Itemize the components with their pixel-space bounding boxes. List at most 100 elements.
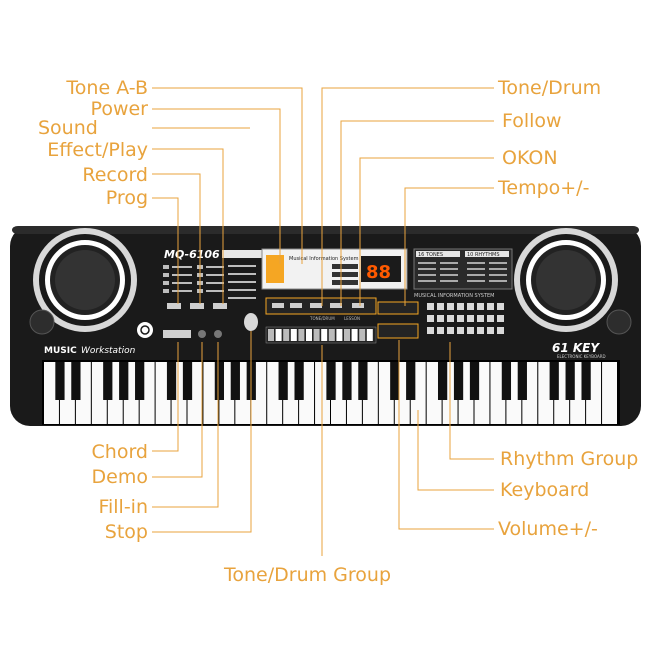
white-key xyxy=(315,362,330,424)
callout-prog: Prog xyxy=(105,187,148,209)
left-panel-legend xyxy=(163,265,256,299)
info-text: Musical Information System xyxy=(289,256,359,262)
callout-tone-a-b: Tone A-B xyxy=(66,77,148,99)
key-badge-sub: ELECTRONIC KEYBOARD xyxy=(557,354,606,359)
lcd-screen xyxy=(361,256,401,282)
tone-drum-group-keys xyxy=(265,326,377,344)
black-key xyxy=(358,362,368,400)
power-icon xyxy=(137,322,153,338)
lesson-label: LESSON xyxy=(344,316,360,321)
black-key xyxy=(135,362,145,400)
callout-chord: Chord xyxy=(91,441,148,463)
black-key xyxy=(581,362,591,400)
rhythm-group-grid xyxy=(427,303,504,334)
callout-tone-drum: Tone/Drum xyxy=(498,77,602,99)
right-small-grille xyxy=(606,309,632,335)
rhythm-button xyxy=(467,327,474,334)
rhythm-button xyxy=(487,327,494,334)
black-key xyxy=(342,362,352,400)
black-key xyxy=(103,362,113,400)
black-key xyxy=(565,362,575,400)
rhythm-button xyxy=(477,315,484,322)
callout-stop: Stop xyxy=(104,521,148,543)
rhythm-button xyxy=(487,303,494,310)
black-key xyxy=(517,362,527,400)
tone-drum-key xyxy=(344,329,350,341)
tone-drum-key xyxy=(359,329,366,341)
tone-drum-key xyxy=(290,329,297,341)
tone-drum-key xyxy=(298,329,305,341)
keyboard-top-edge xyxy=(12,226,639,234)
rhythm-button xyxy=(457,303,464,310)
white-key xyxy=(44,362,59,424)
lcd-display: 88 xyxy=(366,262,391,283)
tones-label: 16 TONES xyxy=(418,252,443,258)
callout-fill-in: Fill-in xyxy=(98,496,148,518)
white-key xyxy=(490,362,506,424)
tone-drum-key xyxy=(321,329,328,341)
leader-lines xyxy=(152,87,494,556)
model-label: MQ-6106 xyxy=(164,248,220,261)
black-key xyxy=(453,362,464,400)
brand-text: MUSIC xyxy=(44,346,77,356)
white-key xyxy=(203,362,219,424)
tone-drum-key xyxy=(328,329,335,341)
callout-effect-play: Effect/Play xyxy=(47,139,148,161)
callout-record: Record xyxy=(82,164,148,186)
rhythm-button xyxy=(447,315,454,322)
black-key xyxy=(119,362,129,400)
white-key xyxy=(426,362,442,424)
black-key xyxy=(166,362,177,400)
callout-okon: OKON xyxy=(502,147,558,169)
black-key xyxy=(278,362,288,400)
rhythm-button xyxy=(477,303,484,310)
callout-rhythm-group: Rhythm Group xyxy=(500,448,639,470)
white-key xyxy=(538,362,554,424)
tempo-buttons xyxy=(377,301,419,315)
right-speaker xyxy=(514,228,618,332)
rhythm-button xyxy=(467,303,474,310)
white-key xyxy=(602,362,617,424)
rhythm-button xyxy=(487,315,494,322)
rhythm-button xyxy=(427,315,434,322)
callout-tone-drum-group: Tone/Drum Group xyxy=(224,564,392,586)
tone-drum-key xyxy=(351,329,358,341)
black-key xyxy=(501,362,512,400)
black-keys xyxy=(55,362,591,400)
rhythm-button xyxy=(497,315,504,322)
left-small-grille xyxy=(29,309,55,335)
black-key xyxy=(406,362,416,400)
tone-drum-key xyxy=(268,329,274,341)
tone-drum-key xyxy=(336,329,343,341)
info-strip: MUSICAL INFORMATION SYSTEM xyxy=(414,293,494,299)
white-key xyxy=(91,362,107,424)
rhythm-button xyxy=(447,303,454,310)
rhythms-label: 10 RHYTHMS xyxy=(467,252,500,258)
callout-power: Power xyxy=(90,98,148,120)
black-key xyxy=(55,362,65,400)
brand-sub: Workstation xyxy=(81,346,136,356)
rhythm-button xyxy=(477,327,484,334)
black-key xyxy=(390,362,400,400)
callout-volume: Volume+/- xyxy=(498,518,598,540)
left-speaker xyxy=(33,228,137,332)
key-badge: 61 KEY xyxy=(552,341,600,355)
tone-drum-key xyxy=(275,329,282,341)
rhythm-button xyxy=(437,303,444,310)
black-key xyxy=(230,362,240,400)
callout-keyboard: Keyboard xyxy=(500,479,590,501)
lower-left-buttons xyxy=(163,313,258,338)
tone-drum-key xyxy=(306,329,312,341)
callout-demo: Demo xyxy=(91,466,148,488)
tone-drum-key xyxy=(283,329,290,341)
white-key xyxy=(155,362,171,424)
rhythm-button xyxy=(437,315,444,322)
rhythm-button xyxy=(427,303,434,310)
black-key xyxy=(326,362,336,400)
tone-drum-key xyxy=(366,329,373,341)
white-key xyxy=(378,362,394,424)
rhythm-button xyxy=(457,315,464,322)
black-key xyxy=(182,362,193,400)
